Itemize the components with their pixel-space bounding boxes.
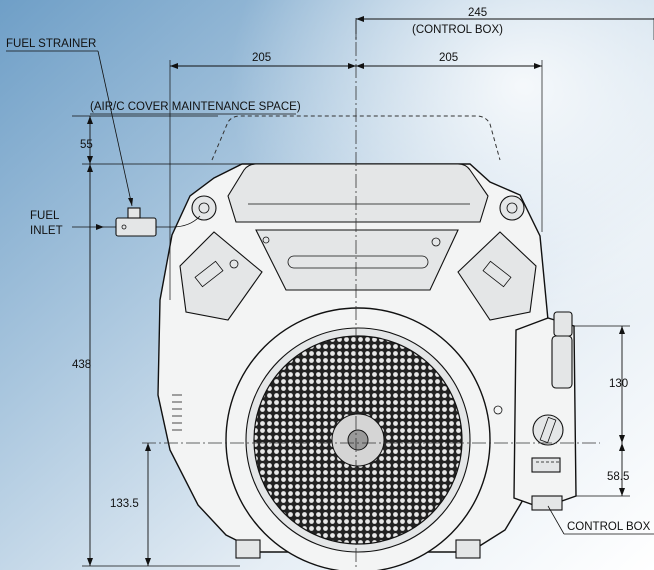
dim-245-sublabel: (CONTROL BOX) [412, 24, 503, 36]
dim-245-label: 245 [468, 7, 487, 19]
dim-55-label: 55 [80, 139, 93, 151]
dim-205-left-label: 205 [252, 52, 271, 64]
fuel-inlet-label-line2: INLET [30, 225, 63, 237]
callout-air-cover-space: (AIR/C COVER MAINTENANCE SPACE) [90, 101, 301, 115]
engine-outline [157, 115, 549, 570]
dim-half-widths: 205 205 [169, 52, 543, 300]
air-cover-maintenance-outline [211, 115, 501, 161]
air-cover-space-label: (AIR/C COVER MAINTENANCE SPACE) [90, 101, 301, 113]
fuel-strainer-label: FUEL STRAINER [6, 38, 96, 50]
dim-205-right-label: 205 [439, 52, 458, 64]
callout-control-box: CONTROL BOX [547, 505, 654, 535]
control-box [513, 311, 577, 511]
air-cleaner-cover [227, 163, 489, 223]
callout-fuel-inlet: FUEL INLET [30, 210, 104, 237]
dim-130-label: 130 [609, 378, 628, 390]
dim-heights-left: 55 438 [72, 115, 242, 567]
left-cylinder-head [179, 231, 263, 321]
fuel-inlet-label-line1: FUEL [30, 210, 60, 222]
dim-133-5-label: 133.5 [110, 498, 139, 510]
cylinder-head-panel [255, 229, 459, 291]
right-cylinder-head [457, 231, 537, 321]
callout-fuel-strainer: FUEL STRAINER [6, 38, 133, 207]
dim-shaft-height: 133.5 [110, 443, 151, 566]
dim-58-5-label: 58.5 [607, 471, 629, 483]
dim-control-box-heights: 130 58.5 [574, 325, 630, 497]
dim-control-box-width: 245 (CONTROL BOX) [355, 7, 654, 40]
control-box-label: CONTROL BOX [567, 521, 651, 533]
dim-438-label: 438 [72, 359, 91, 371]
